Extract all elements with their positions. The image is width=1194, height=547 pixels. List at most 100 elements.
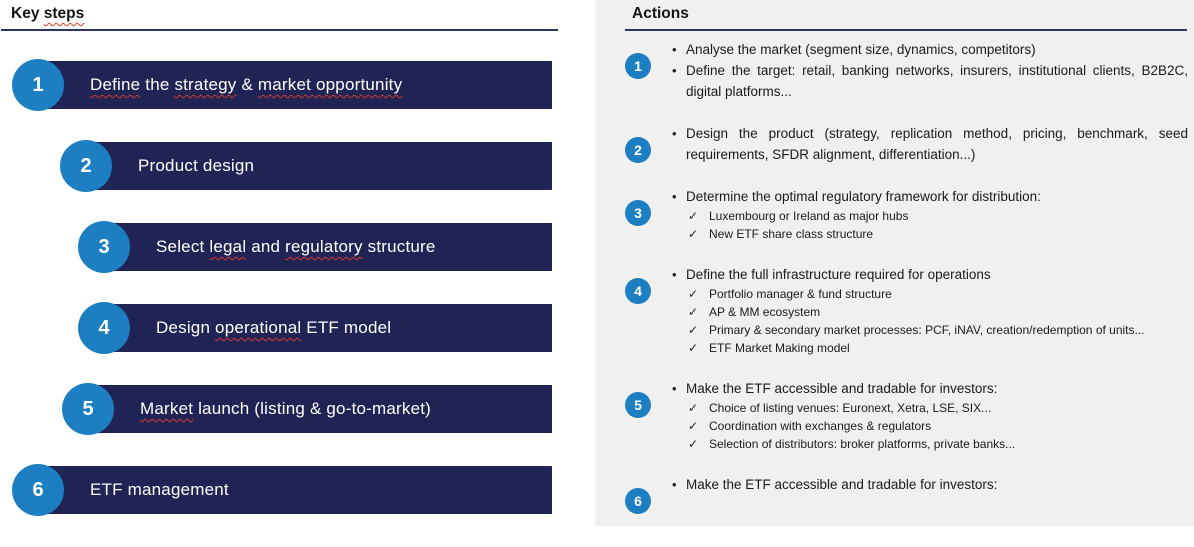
- key-steps-section: Key steps Define the strategy & market o…: [0, 0, 568, 547]
- bullet-icon: •: [672, 42, 677, 57]
- check-text: Primary & secondary market processes: PC…: [709, 323, 1145, 337]
- plain-text: Select: [156, 237, 210, 256]
- plain-text: the: [140, 75, 175, 94]
- bullet-text: Define the target: retail, banking netwo…: [686, 63, 1188, 99]
- check-icon: ✓: [688, 437, 699, 451]
- plain-text: Design: [156, 318, 216, 337]
- step-bar: Product design: [76, 142, 552, 190]
- step-label: Design operational ETF model: [156, 318, 391, 338]
- check-text: ETF Market Making model: [709, 341, 850, 355]
- step-row: Define the strategy & market opportunity…: [12, 59, 552, 111]
- bullet-icon: •: [672, 126, 677, 141]
- misspelled-text: strategy: [174, 75, 237, 94]
- bullet-icon: •: [672, 267, 677, 282]
- step-number-badge: 2: [60, 140, 112, 192]
- check-icon: ✓: [688, 323, 699, 337]
- check-item: ✓ ETF Market Making model: [672, 339, 1188, 357]
- plain-text: and: [246, 237, 286, 256]
- step-label: ETF management: [90, 480, 229, 500]
- plain-text: ETF management: [90, 480, 229, 499]
- check-item: ✓ Luxembourg or Ireland as major hubs: [672, 207, 1188, 225]
- action-item: 1 • Analyse the market (segment size, dyna…: [625, 39, 1188, 102]
- bullet-icon: •: [672, 477, 677, 492]
- actions-list: 1 • Analyse the market (segment size, dyna…: [625, 39, 1188, 514]
- check-item: ✓ Portfolio manager & fund structure: [672, 285, 1188, 303]
- check-icon: ✓: [688, 419, 699, 433]
- misspelled-text: operational: [215, 318, 302, 337]
- check-item: ✓ Coordination with exchanges & regulator…: [672, 417, 1188, 435]
- check-item: ✓ Selection of distributors: broker platf…: [672, 435, 1188, 453]
- action-item: 4 • Define the full infrastructure require…: [625, 264, 1188, 357]
- plain-text: Key: [11, 5, 44, 22]
- check-item: ✓ New ETF share class structure: [672, 225, 1188, 243]
- action-item: 3 •Determine the optimal regulatory frame…: [625, 186, 1188, 243]
- action-number-badge: 2: [625, 137, 651, 163]
- step-label: Select legal and regulatory structure: [156, 237, 436, 257]
- check-item: ✓ AP & MM ecosystem: [672, 303, 1188, 321]
- check-item: ✓ Primary & secondary market processes: P…: [672, 321, 1188, 339]
- plain-text: launch (listing & go-to-market): [193, 399, 432, 418]
- step-bar: Design operational ETF model: [94, 304, 552, 352]
- plain-text: ETF model: [301, 318, 392, 337]
- check-text: Portfolio manager & fund structure: [709, 287, 892, 301]
- bullet-item: • Define the target: retail, banking netw…: [672, 60, 1188, 102]
- check-text: AP & MM ecosystem: [709, 305, 821, 319]
- action-content: • Analyse the market (segment size, dynam…: [672, 39, 1188, 102]
- check-icon: ✓: [688, 341, 699, 355]
- bullet-text: Define the full infrastructure required …: [686, 267, 991, 282]
- step-bar: Define the strategy & market opportunity: [28, 61, 552, 109]
- bullet-icon: •: [672, 63, 677, 78]
- check-icon: ✓: [688, 305, 699, 319]
- misspelled-text: legal: [209, 237, 247, 256]
- bullet-item: • Define the full infrastructure required…: [672, 264, 1188, 285]
- check-text: Selection of distributors: broker platfo…: [709, 437, 1016, 451]
- action-number-badge: 6: [625, 488, 651, 514]
- key-steps-list: Define the strategy & market opportunity…: [12, 59, 552, 516]
- check-icon: ✓: [688, 287, 699, 301]
- bullet-text: Design the product (strategy, replicatio…: [686, 126, 1188, 162]
- step-bar: Select legal and regulatory structure: [94, 223, 552, 271]
- step-label: Market launch (listing & go-to-market): [140, 399, 431, 419]
- actions-panel: Actions 1 • Analyse the market (segment si…: [595, 0, 1194, 526]
- action-content: •Determine the optimal regulatory framew…: [672, 186, 1188, 243]
- check-text: Luxembourg or Ireland as major hubs: [709, 209, 909, 223]
- check-item: ✓Choice of listing venues: Euronext, Xet…: [672, 399, 1188, 417]
- step-number-badge: 6: [12, 464, 64, 516]
- bullet-item: • Analyse the market (segment size, dynam…: [672, 39, 1188, 60]
- check-text: New ETF share class structure: [709, 227, 874, 241]
- plain-text: &: [236, 75, 258, 94]
- bullet-icon: •: [672, 381, 677, 396]
- step-row: Product design 2: [12, 140, 552, 192]
- action-number-badge: 1: [625, 53, 651, 79]
- action-number-badge: 3: [625, 200, 651, 226]
- action-item: 6 •Make the ETF accessible and tradable f…: [625, 474, 1188, 514]
- check-text: Coordination with exchanges & regulators: [709, 419, 932, 433]
- misspelled-text: market opportunity: [257, 75, 403, 94]
- misspelled-text: Define: [90, 75, 141, 94]
- step-number-badge: 1: [12, 59, 64, 111]
- key-steps-title: Key steps: [1, 0, 558, 31]
- plain-text: structure: [362, 237, 436, 256]
- bullet-text: Analyse the market (segment size, dynami…: [686, 42, 1036, 57]
- step-number-badge: 5: [62, 383, 114, 435]
- action-content: •Make the ETF accessible and tradable fo…: [672, 474, 1188, 514]
- action-item: 2 • Design the product (strategy, replicat…: [625, 123, 1188, 165]
- action-content: •Make the ETF accessible and tradable fo…: [672, 378, 1188, 453]
- bullet-item: •Make the ETF accessible and tradable fo…: [672, 378, 1188, 399]
- actions-title: Actions: [625, 0, 1187, 31]
- action-number-badge: 4: [625, 278, 651, 304]
- check-icon: ✓: [688, 209, 699, 223]
- check-text: Choice of listing venues: Euronext, Xetr…: [709, 401, 992, 415]
- check-icon: ✓: [688, 227, 699, 241]
- step-row: Select legal and regulatory structure 3: [12, 221, 552, 273]
- bullet-text: Determine the optimal regulatory framewo…: [686, 189, 1041, 204]
- plain-text: Product design: [138, 156, 255, 175]
- step-number-badge: 3: [78, 221, 130, 273]
- misspelled-text: steps: [43, 5, 85, 22]
- step-row: ETF management 6: [12, 464, 552, 516]
- action-content: • Design the product (strategy, replicati…: [672, 123, 1188, 165]
- bullet-item: •Determine the optimal regulatory framew…: [672, 186, 1188, 207]
- step-bar: ETF management: [28, 466, 552, 514]
